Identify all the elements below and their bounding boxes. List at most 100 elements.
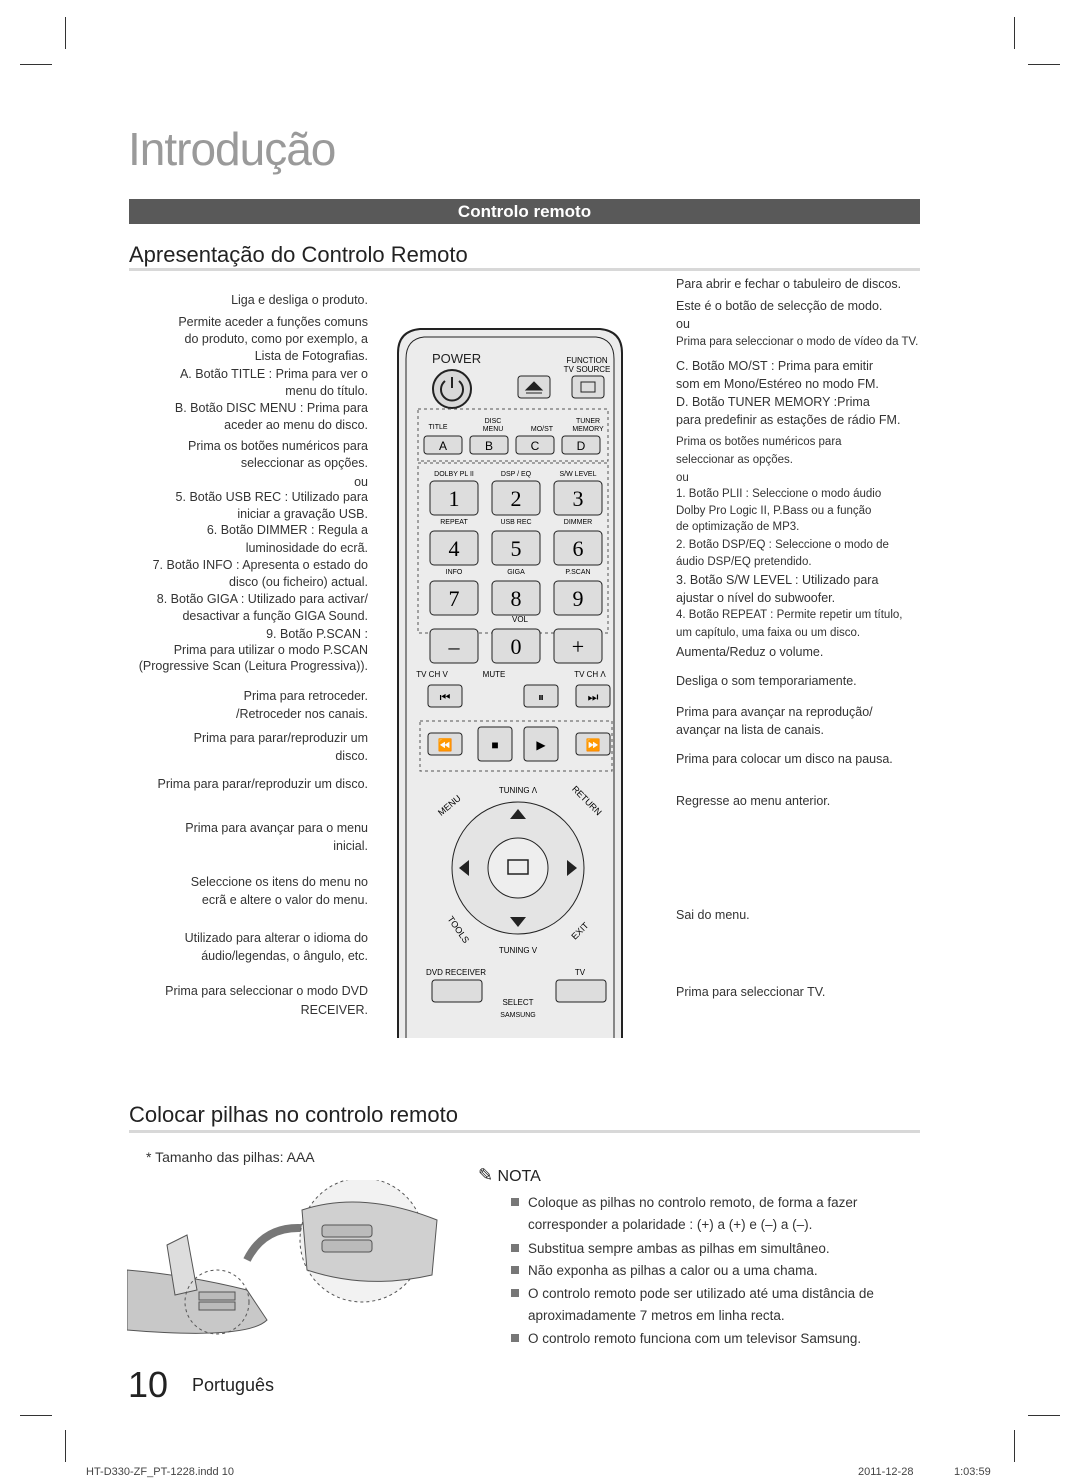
right-callout-text: Sai do menu. [676,908,750,922]
left-callout-text: A. Botão TITLE : Prima para ver o [179,367,368,381]
right-callout-text: Para abrir e fechar o tabuleiro de disco… [676,277,902,291]
letter-label: C [531,439,540,453]
select-label: SELECT [502,998,533,1007]
key-label: DIMMER [564,519,592,526]
left-callout-text: 8. Botão GIGA : Utilizado para activar/ [156,592,368,606]
crop-mark [1014,17,1015,49]
heading-batteries: Colocar pilhas no controlo remoto [129,1102,458,1127]
key-label: DOLBY PL II [434,471,474,478]
pencil-icon: ✎ [478,1165,494,1185]
dvd-receiver-button [431,979,483,1003]
right-callout-text: 2. Botão DSP/EQ : Seleccione o modo de [676,539,889,551]
letter-label: D [577,439,586,453]
page-number: 10 [128,1364,169,1405]
left-callout-text: Prima os botões numéricos para [188,439,368,453]
crop-mark [65,1430,66,1462]
key-label: S/W LEVEL [560,471,597,478]
number-button [491,480,541,516]
power-button [432,369,472,409]
left-callout-text: disco. [335,749,368,763]
left-callout-text: do produto, como por exemplo, a [184,332,368,346]
tv-source-label: TV SOURCE [564,365,611,374]
right-callout-text: seleccionar as opções. [676,454,793,466]
right-callout-text: Regresse ao menu anterior. [676,794,831,808]
right-callout-text: Este é o botão de selecção de modo. [676,299,883,313]
right-callout-text: ajustar o nível do subwoofer. [676,591,836,605]
number-button [553,580,603,616]
tuning-down-label: TUNING V [499,946,538,955]
number-label: 9 [573,586,584,611]
key-label: MO/ST [531,426,554,433]
number-button [553,480,603,516]
left-callout-text: Prima para parar/reproduzir um disco. [157,777,369,791]
number-button [429,480,479,516]
number-label: 1 [449,486,460,511]
right-callout-text: Prima para seleccionar TV. [676,985,826,999]
number-label: 8 [511,586,522,611]
right-callout-text: Prima para seleccionar o modo de vídeo d… [676,336,919,348]
svg-text:⏭: ⏭ [588,690,599,704]
left-callout-text: B. Botão DISC MENU : Prima para [174,401,368,415]
tv-ch-up-label: TV CH Λ [574,670,606,679]
number-label: 5 [511,536,522,561]
key-label: USB REC [500,519,531,526]
crop-mark [20,64,52,65]
key-label: REPEAT [440,519,468,526]
left-callout-text: Seleccione os itens do menu no [190,875,368,889]
left-callout-text: Utilizado para alterar o idioma do [184,931,368,945]
key-label: TUNER [576,418,600,425]
dvd-receiver-label: DVD RECEIVER [426,968,486,977]
key-label: MEMORY [572,426,604,433]
key-label: DISC [485,418,502,425]
number-button [553,530,603,566]
left-callout-text: Prima para parar/reproduzir um [193,731,368,745]
right-callout-text: D. Botão TUNER MEMORY :Prima [676,395,870,409]
key-label: INFO [446,569,463,576]
left-callout-text: inicial. [333,839,368,853]
svg-text:⏮: ⏮ [440,690,451,704]
number-label: 6 [573,536,584,561]
number-label: 4 [449,536,460,561]
right-callout-text: ou [676,472,689,484]
left-callout-text: ou [354,475,368,489]
right-callout-text: 1. Botão PLII : Seleccione o modo áudio [676,488,882,500]
crop-mark [1028,64,1060,65]
navigation-pad [451,801,585,935]
nota-item: Substitua sempre ambas as pilhas em simu… [511,1241,830,1256]
right-callout-text: Prima os botões numéricos para [676,436,842,448]
left-callout-text: Prima para avançar para o menu [185,821,368,835]
left-callout-text: áudio/legendas, o ângulo, etc. [201,949,368,963]
left-callout-text: Prima para utilizar o modo P.SCAN [173,643,368,657]
right-callout-text: C. Botão MO/ST : Prima para emitir [676,359,874,373]
left-callout-text: aceder ao menu do disco. [224,418,368,432]
left-callout-text: desactivar a função GIGA Sound. [182,609,368,623]
key-label: P.SCAN [565,569,590,576]
letter-label: A [439,439,447,453]
right-callout-text: áudio DSP/EQ pretendido. [676,556,812,568]
tuning-up-label: TUNING Λ [499,786,538,795]
number-button [429,580,479,616]
right-callout-text: para predefinir as estações de rádio FM. [676,413,901,427]
nota-item: O controlo remoto pode ser utilizado até… [511,1286,874,1301]
left-callout-text: menu do título. [285,384,368,398]
crop-mark [1028,1415,1060,1416]
nota-item: corresponder a polaridade : (+) a (+) e … [528,1217,813,1232]
left-callout-text: 5. Botão USB REC : Utilizado para [175,490,368,504]
heading-rule [129,268,920,271]
left-callout-text: 9. Botão P.SCAN : [266,627,368,641]
left-callout-text: 6. Botão DIMMER : Regula a [206,523,368,537]
left-callout-text: Lista de Fotografias. [254,349,368,363]
left-callout-text: Prima para retroceder. [243,689,368,703]
heading-remote-overview: Apresentação do Controlo Remoto [129,242,468,267]
right-callout-text: som em Mono/Estéreo no modo FM. [676,377,879,391]
number-button [429,628,479,664]
number-label: 7 [449,586,460,611]
left-callout-text: luminosidade do ecrã. [245,541,368,555]
number-label: – [448,634,461,659]
nota-item: Não exponha as pilhas a calor ou a uma c… [511,1263,818,1278]
heading-rule [129,1130,920,1133]
function-label: FUNCTION [566,356,608,365]
number-label: 3 [573,486,584,511]
number-button [429,530,479,566]
